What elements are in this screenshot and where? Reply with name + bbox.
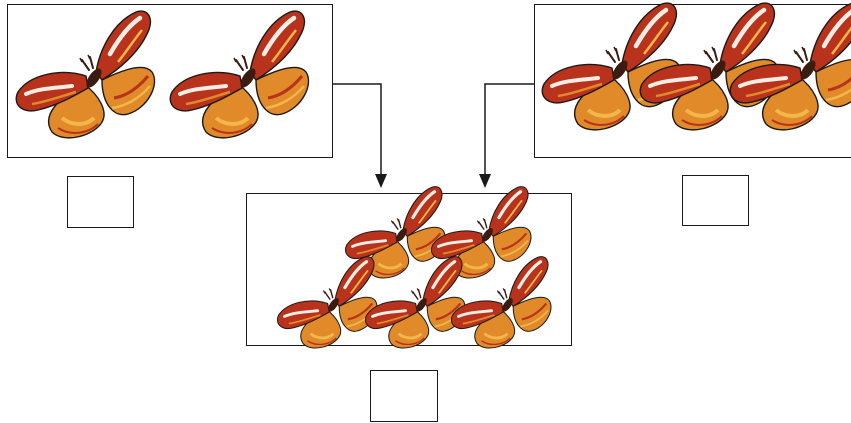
arrow-down-icon bbox=[479, 174, 491, 188]
left-answer-box[interactable] bbox=[67, 176, 134, 228]
moth-icon bbox=[170, 11, 308, 138]
arrow-down-icon bbox=[375, 174, 387, 188]
moth-icon bbox=[275, 255, 379, 350]
right-answer-box[interactable] bbox=[682, 175, 749, 226]
moth-icon bbox=[16, 11, 154, 138]
moth-icon bbox=[542, 3, 680, 130]
arrow-down-icon bbox=[484, 83, 534, 186]
arrow-down-icon bbox=[333, 83, 382, 186]
total-answer-box[interactable] bbox=[370, 370, 438, 422]
